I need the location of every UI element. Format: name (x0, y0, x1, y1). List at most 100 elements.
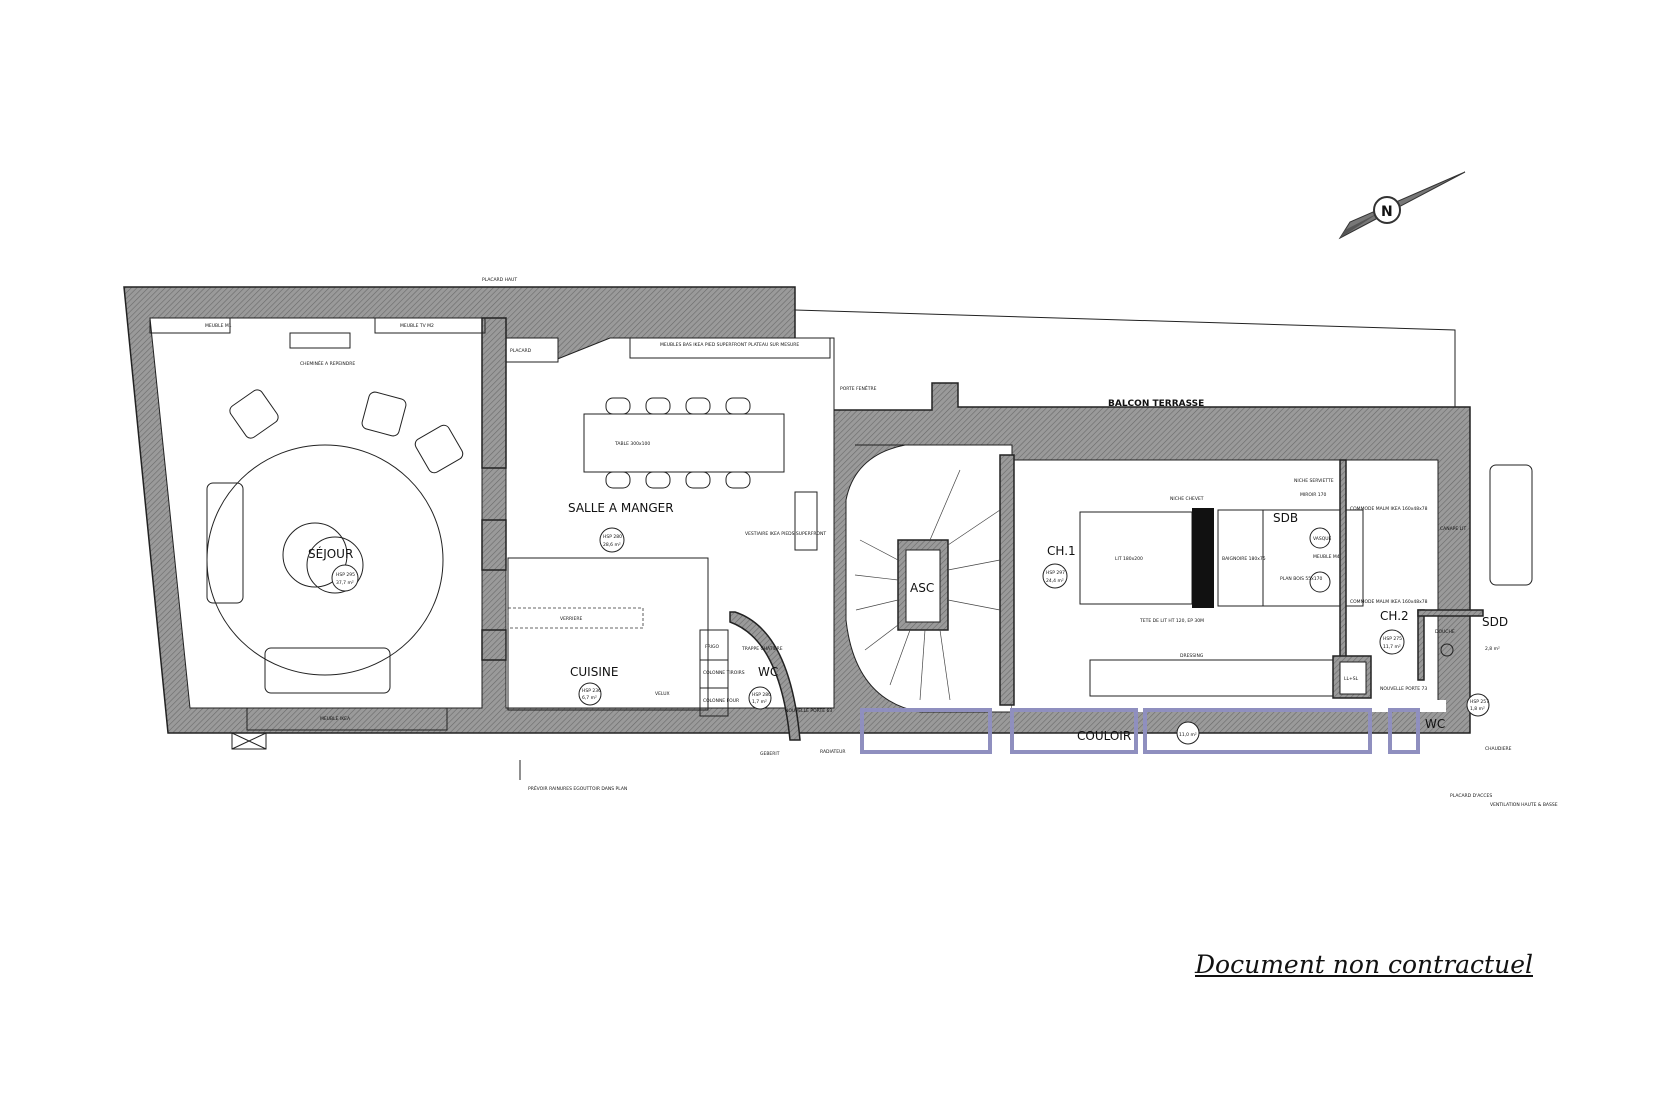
vestiaire (794, 491, 818, 551)
room-area: 6,7 m² (582, 695, 597, 701)
annotation: LIT 180x200 (1115, 556, 1143, 562)
sdb-area (1262, 509, 1364, 607)
annotation: NICHE CHEVET (1170, 496, 1204, 502)
meuble-ikea (246, 707, 448, 731)
shower-drain (1440, 643, 1454, 657)
annotation: PRÉVOIR RAINURES EGOUTTOIR DANS PLAN (528, 784, 627, 792)
annotation: PLACARD (510, 348, 532, 354)
room-label-salle-a-manger: SALLE A MANGER (568, 501, 674, 515)
fireplace (289, 332, 351, 349)
room-right-wing (1011, 459, 1439, 709)
room-label-sdd: SDD (1482, 615, 1508, 629)
room-label-sdb: SDB (1273, 511, 1298, 525)
annotation: MEUBLES BAS IKEA PIED SUPERFRONT PLATEAU… (660, 342, 799, 348)
colonne-four (699, 687, 729, 717)
annotation: NOUVELLE PORTE 63 (785, 708, 832, 714)
room-area: 24,4 m² (1046, 578, 1064, 584)
annotation: CHEMINÉE A REPEINDRE (300, 359, 355, 367)
room-badge (1466, 693, 1490, 717)
room-badge (578, 682, 602, 706)
armchair (361, 391, 407, 437)
chairs (605, 397, 751, 489)
room-label-couloir: COULOIR (1077, 729, 1131, 743)
wall-sejour-sam (481, 519, 507, 571)
room-label-ch1: CH.1 (1047, 544, 1076, 558)
room-hsp: HSP 257 (1470, 699, 1489, 705)
room-label-cuisine: CUISINE (570, 665, 618, 679)
coffee-table (282, 522, 348, 588)
compass-letter: N (1381, 204, 1393, 220)
verriere (507, 607, 644, 629)
room-area: 1,7 m² (752, 699, 767, 705)
armchair (414, 424, 464, 474)
room-area: 28,6 m² (603, 542, 621, 548)
annotation: BAIGNOIRE 180x75 (1222, 556, 1266, 562)
room-label-wc1: WC (758, 665, 778, 679)
room-badge (1042, 563, 1068, 589)
room-area: 37,7 m² (336, 580, 354, 586)
annotation: TABLE 300x100 (614, 441, 650, 447)
laundry-closet (1339, 661, 1367, 695)
couloir-panels (860, 708, 1420, 754)
wall-sejour-sam (481, 629, 507, 661)
annotation: TRAPPE CHATIERE (741, 646, 783, 652)
annotation: PORTE FENÊTRE (840, 384, 877, 392)
room-hsp: HSP 297 (1046, 570, 1065, 576)
elevator-cabin (905, 549, 941, 623)
annotation: DRESSING (1180, 653, 1204, 659)
annotation: MEUBLE TV M2 (400, 323, 434, 329)
room-badge (1176, 721, 1200, 745)
annotation: NOUVELLE PORTE 73 (1380, 686, 1427, 692)
vmc-grille (231, 732, 267, 750)
annotation: PLAN BOIS 55x170 (1280, 576, 1322, 582)
sofa (264, 647, 391, 694)
meubles-bas (629, 337, 831, 359)
north-arrow-icon: N (1338, 171, 1466, 240)
annotation: VERRIERE (560, 616, 582, 622)
room-label-wc2: WC (1425, 717, 1445, 731)
annotation: CANAPE LIT (1440, 526, 1466, 532)
annotation: VESTIAIRE IKEA PIEDS SUPERFRONT (745, 531, 826, 537)
room-salle-a-manger (505, 337, 835, 709)
room-badge (599, 527, 625, 553)
room-hsp: HSP 280 (603, 534, 622, 540)
annotation: NICHE SERVIETTE (1294, 478, 1334, 484)
room-badge (331, 564, 359, 592)
annotation: MIROIR 170 (1300, 492, 1326, 498)
vmc-grille (231, 732, 267, 750)
disclaimer: Document non contractuel (1195, 950, 1533, 979)
annotation: GEBERIT (760, 751, 780, 757)
room-hsp: HSP 280 (752, 692, 771, 698)
kitchen-area (507, 557, 709, 711)
wall-stair-right (999, 454, 1015, 706)
wc1-wall (729, 611, 801, 741)
room-area: 2,8 m² (1485, 646, 1500, 652)
room-badge (1379, 629, 1405, 655)
room-area: 11,7 m² (1383, 644, 1401, 650)
annotation: VENTILATION HAUTE & BASSE (1490, 802, 1558, 808)
room-area: 1,8 m² (1470, 706, 1485, 712)
annotation: DOUCHE (1435, 629, 1455, 635)
headboard (1192, 508, 1214, 608)
annotation: VELUX (655, 691, 670, 697)
room-hsp: HSP 275 (1383, 636, 1402, 642)
room-label-sejour: SÉJOUR (308, 546, 353, 561)
wall-sdd (1417, 609, 1425, 681)
annotation: COMMODE MALM IKEA 160x48x78 (1350, 599, 1428, 605)
annotation: LL+SL (1344, 676, 1359, 682)
room-sejour (149, 317, 483, 709)
wall-sejour-sam (481, 317, 507, 469)
vasque (1309, 571, 1331, 593)
room-label-ch2: CH.2 (1380, 609, 1409, 623)
placard (505, 337, 559, 363)
balcony-outline (794, 309, 1456, 407)
annotation: PLACARD D'ACCES (1450, 793, 1492, 799)
annotation: TETE DE LIT HT 120, EP 30M (1139, 618, 1204, 624)
dining-table (583, 413, 785, 473)
room-badge (748, 686, 772, 710)
room-hsp: HSP 295 (336, 572, 355, 578)
annotation: MEUBLE M1 (205, 323, 232, 329)
coffee-table (306, 536, 364, 594)
annotation: PLACARD HAUT (482, 277, 517, 283)
